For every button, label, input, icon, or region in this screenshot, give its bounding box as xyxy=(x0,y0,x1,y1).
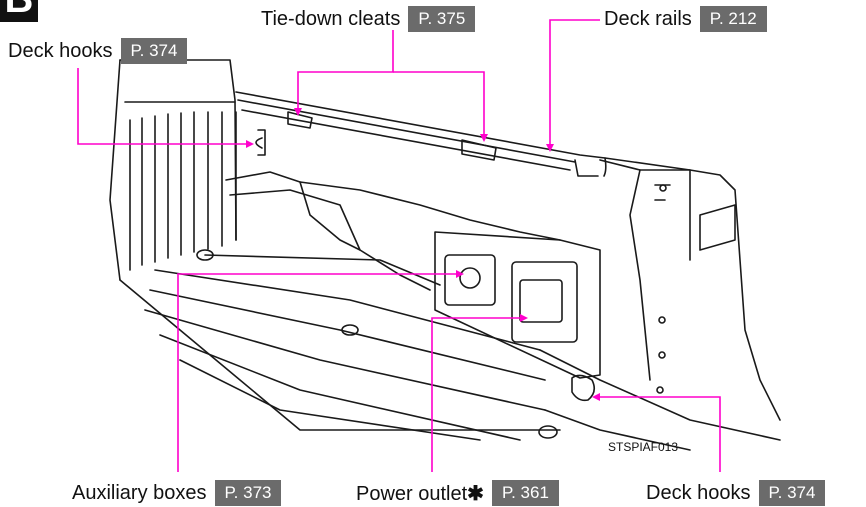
page-ref-link[interactable]: P. 374 xyxy=(120,38,188,64)
callout-label: Tie-down cleats xyxy=(261,7,401,30)
page-ref-link[interactable]: P. 375 xyxy=(408,6,476,32)
tie-down-cleat-1 xyxy=(287,111,313,129)
deck-hook-front xyxy=(255,129,266,156)
callout-label: Auxiliary boxes xyxy=(72,481,207,504)
left-wall-ribs xyxy=(129,111,223,271)
callout-label: Deck hooks xyxy=(8,39,113,62)
callout-label: Deck rails xyxy=(604,7,692,30)
front-bulkhead xyxy=(235,91,691,261)
left-bed-wall xyxy=(119,59,237,241)
page-ref-link[interactable]: P. 373 xyxy=(214,480,282,506)
page-ref-link[interactable]: P. 361 xyxy=(491,480,559,506)
asterisk-mark: ✱ xyxy=(467,482,484,505)
power-outlet-box xyxy=(511,261,578,343)
callout-tie-down-cleats: Tie-down cleats P. 375 xyxy=(261,6,476,32)
page-ref-link[interactable]: P. 212 xyxy=(699,6,767,32)
callout-auxiliary-boxes: Auxiliary boxes P. 373 xyxy=(72,480,282,506)
callout-deck-rails: Deck rails P. 212 xyxy=(604,6,767,32)
section-badge: B xyxy=(0,0,38,22)
image-code: STSPIAF013 xyxy=(608,440,679,454)
callout-label: Power outlet✱ xyxy=(356,482,484,505)
callout-label: Deck hooks xyxy=(646,481,751,504)
auxiliary-box xyxy=(444,254,496,306)
side-panel xyxy=(434,231,601,379)
leader-lines xyxy=(77,19,721,472)
deck-rail xyxy=(237,99,576,163)
deck-hook-rear xyxy=(571,374,596,402)
floor-ribs xyxy=(144,269,546,441)
right-bed-wall xyxy=(689,169,781,421)
page-ref-link[interactable]: P. 374 xyxy=(758,480,826,506)
bulkhead-relief xyxy=(225,171,561,241)
callout-power-outlet: Power outlet✱ P. 361 xyxy=(356,480,559,506)
leader-arrowheads xyxy=(246,108,600,401)
tie-down-cleat-2 xyxy=(461,139,497,161)
callout-deck-hooks-bottom: Deck hooks P. 374 xyxy=(646,480,826,506)
callout-deck-hooks-top: Deck hooks P. 374 xyxy=(8,38,188,64)
